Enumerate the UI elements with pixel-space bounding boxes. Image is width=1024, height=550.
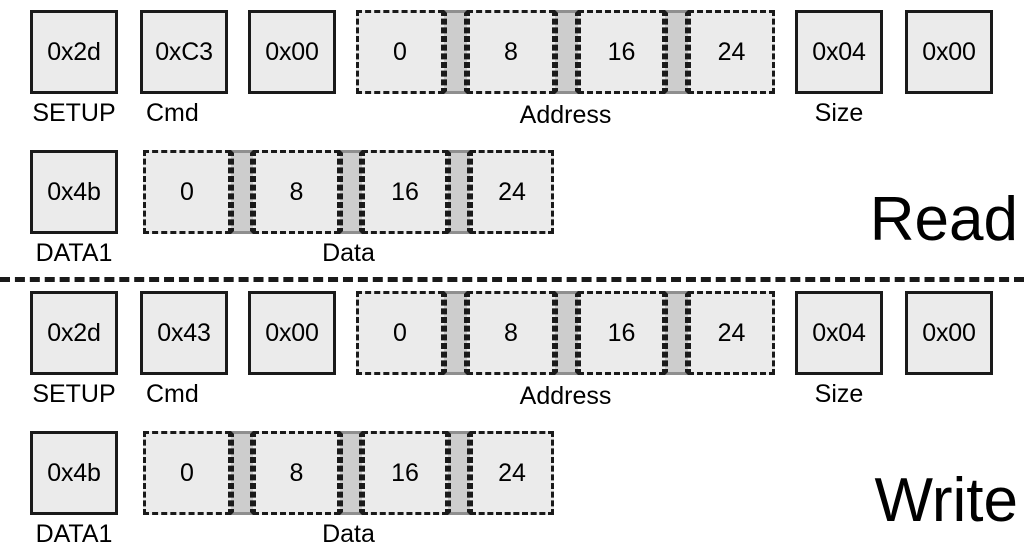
section-divider	[0, 277, 1024, 282]
write-size-high-box: 0x00	[905, 291, 993, 375]
read-data1-caption: DATA1	[35, 239, 113, 267]
write-size-high-value: 0x00	[922, 318, 976, 347]
write-section-title: Write	[874, 466, 1018, 535]
write-address-cell-0: 0	[356, 291, 444, 375]
read-address-separator-2	[665, 10, 688, 94]
write-cmd-box: 0x43	[140, 291, 228, 375]
write-data-separator-2	[448, 431, 470, 515]
read-reserved-value: 0x00	[265, 37, 319, 66]
read-address-caption: Address	[519, 101, 612, 129]
write-data-cell-24: 24	[470, 431, 554, 515]
write-data-cell-8: 8	[253, 431, 340, 515]
read-size-low-box: 0x04	[795, 10, 883, 94]
write-size-low-value: 0x04	[812, 318, 866, 347]
read-setup-token-value: 0x2d	[47, 37, 101, 66]
read-cmd-caption: Cmd	[146, 99, 199, 127]
read-address-separator-0	[444, 10, 467, 94]
read-address-field: 0 8 16 24	[356, 10, 775, 94]
write-address-separator-0	[444, 291, 467, 375]
read-data-caption: Data	[322, 239, 375, 267]
read-section-title: Read	[869, 185, 1018, 254]
write-setup-token-box: 0x2d	[30, 291, 118, 375]
write-address-cell-8: 8	[467, 291, 555, 375]
read-setup-token-box: 0x2d	[30, 10, 118, 94]
read-cmd-box: 0xC3	[140, 10, 228, 94]
read-reserved-box: 0x00	[248, 10, 336, 94]
read-address-cell-24: 24	[688, 10, 775, 94]
read-data-field: 0 8 16 24	[143, 150, 554, 234]
write-address-cell-16: 16	[578, 291, 665, 375]
write-data-separator-1	[340, 431, 362, 515]
read-size-high-value: 0x00	[922, 37, 976, 66]
read-address-cell-16: 16	[578, 10, 665, 94]
read-size-low-value: 0x04	[812, 37, 866, 66]
write-address-cell-24: 24	[688, 291, 775, 375]
read-address-cell-8: 8	[467, 10, 555, 94]
read-setup-token-caption: SETUP	[32, 99, 116, 127]
write-address-separator-2	[665, 291, 688, 375]
read-address-separator-1	[555, 10, 578, 94]
write-cmd-caption: Cmd	[146, 380, 199, 408]
write-setup-token-value: 0x2d	[47, 318, 101, 347]
write-section: 0x2d SETUP 0x43 Cmd 0x00 0 8 16 24 Addre…	[0, 277, 1024, 550]
read-size-high-box: 0x00	[905, 10, 993, 94]
read-data-cell-24: 24	[470, 150, 554, 234]
write-reserved-value: 0x00	[265, 318, 319, 347]
write-data-cell-16: 16	[362, 431, 448, 515]
write-data-separator-0	[231, 431, 253, 515]
read-section: 0x2d SETUP 0xC3 Cmd 0x00 0 8 16 24 Addre…	[30, 10, 1018, 267]
read-cmd-value: 0xC3	[155, 37, 213, 66]
write-size-low-box: 0x04	[795, 291, 883, 375]
read-data-cell-0: 0	[143, 150, 231, 234]
write-address-field: 0 8 16 24	[356, 291, 775, 375]
write-reserved-box: 0x00	[248, 291, 336, 375]
write-size-caption: Size	[814, 380, 864, 408]
read-data1-token-box: 0x4b	[30, 150, 118, 234]
write-data-caption: Data	[322, 520, 375, 548]
read-data-cell-8: 8	[253, 150, 340, 234]
read-data-separator-2	[448, 150, 470, 234]
write-address-separator-1	[555, 291, 578, 375]
write-setup-token-caption: SETUP	[32, 380, 116, 408]
read-address-cell-0: 0	[356, 10, 444, 94]
read-data-separator-0	[231, 150, 253, 234]
write-data-cell-0: 0	[143, 431, 231, 515]
write-cmd-value: 0x43	[157, 318, 211, 347]
read-data-separator-1	[340, 150, 362, 234]
read-data-cell-16: 16	[362, 150, 448, 234]
write-address-caption: Address	[519, 382, 612, 410]
write-data1-caption: DATA1	[35, 520, 113, 548]
write-data1-token-box: 0x4b	[30, 431, 118, 515]
read-size-caption: Size	[814, 99, 864, 127]
write-data1-token-value: 0x4b	[47, 458, 101, 487]
read-data1-token-value: 0x4b	[47, 177, 101, 206]
write-data-field: 0 8 16 24	[143, 431, 554, 515]
